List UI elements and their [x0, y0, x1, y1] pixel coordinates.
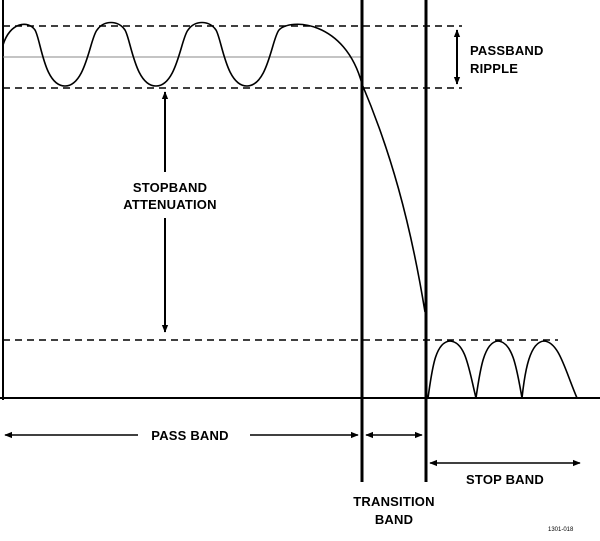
passband-ripple-label-line1: PASSBAND: [470, 43, 544, 58]
stopband-ripple-curve: [427, 340, 578, 399]
figure-code: 1301-018: [548, 527, 574, 533]
stopband-attenuation-label-line1: STOPBAND: [133, 180, 207, 195]
passband-ripple-curve: [2, 21, 426, 313]
pass-band-label: PASS BAND: [151, 428, 228, 443]
transition-band-label-line1: TRANSITION: [353, 494, 434, 509]
stop-band-label: STOP BAND: [466, 472, 544, 487]
passband-ripple-label-line2: RIPPLE: [470, 61, 518, 76]
stopband-attenuation-label-line2: ATTENUATION: [123, 197, 216, 212]
transition-band-label-line2: BAND: [375, 512, 413, 527]
